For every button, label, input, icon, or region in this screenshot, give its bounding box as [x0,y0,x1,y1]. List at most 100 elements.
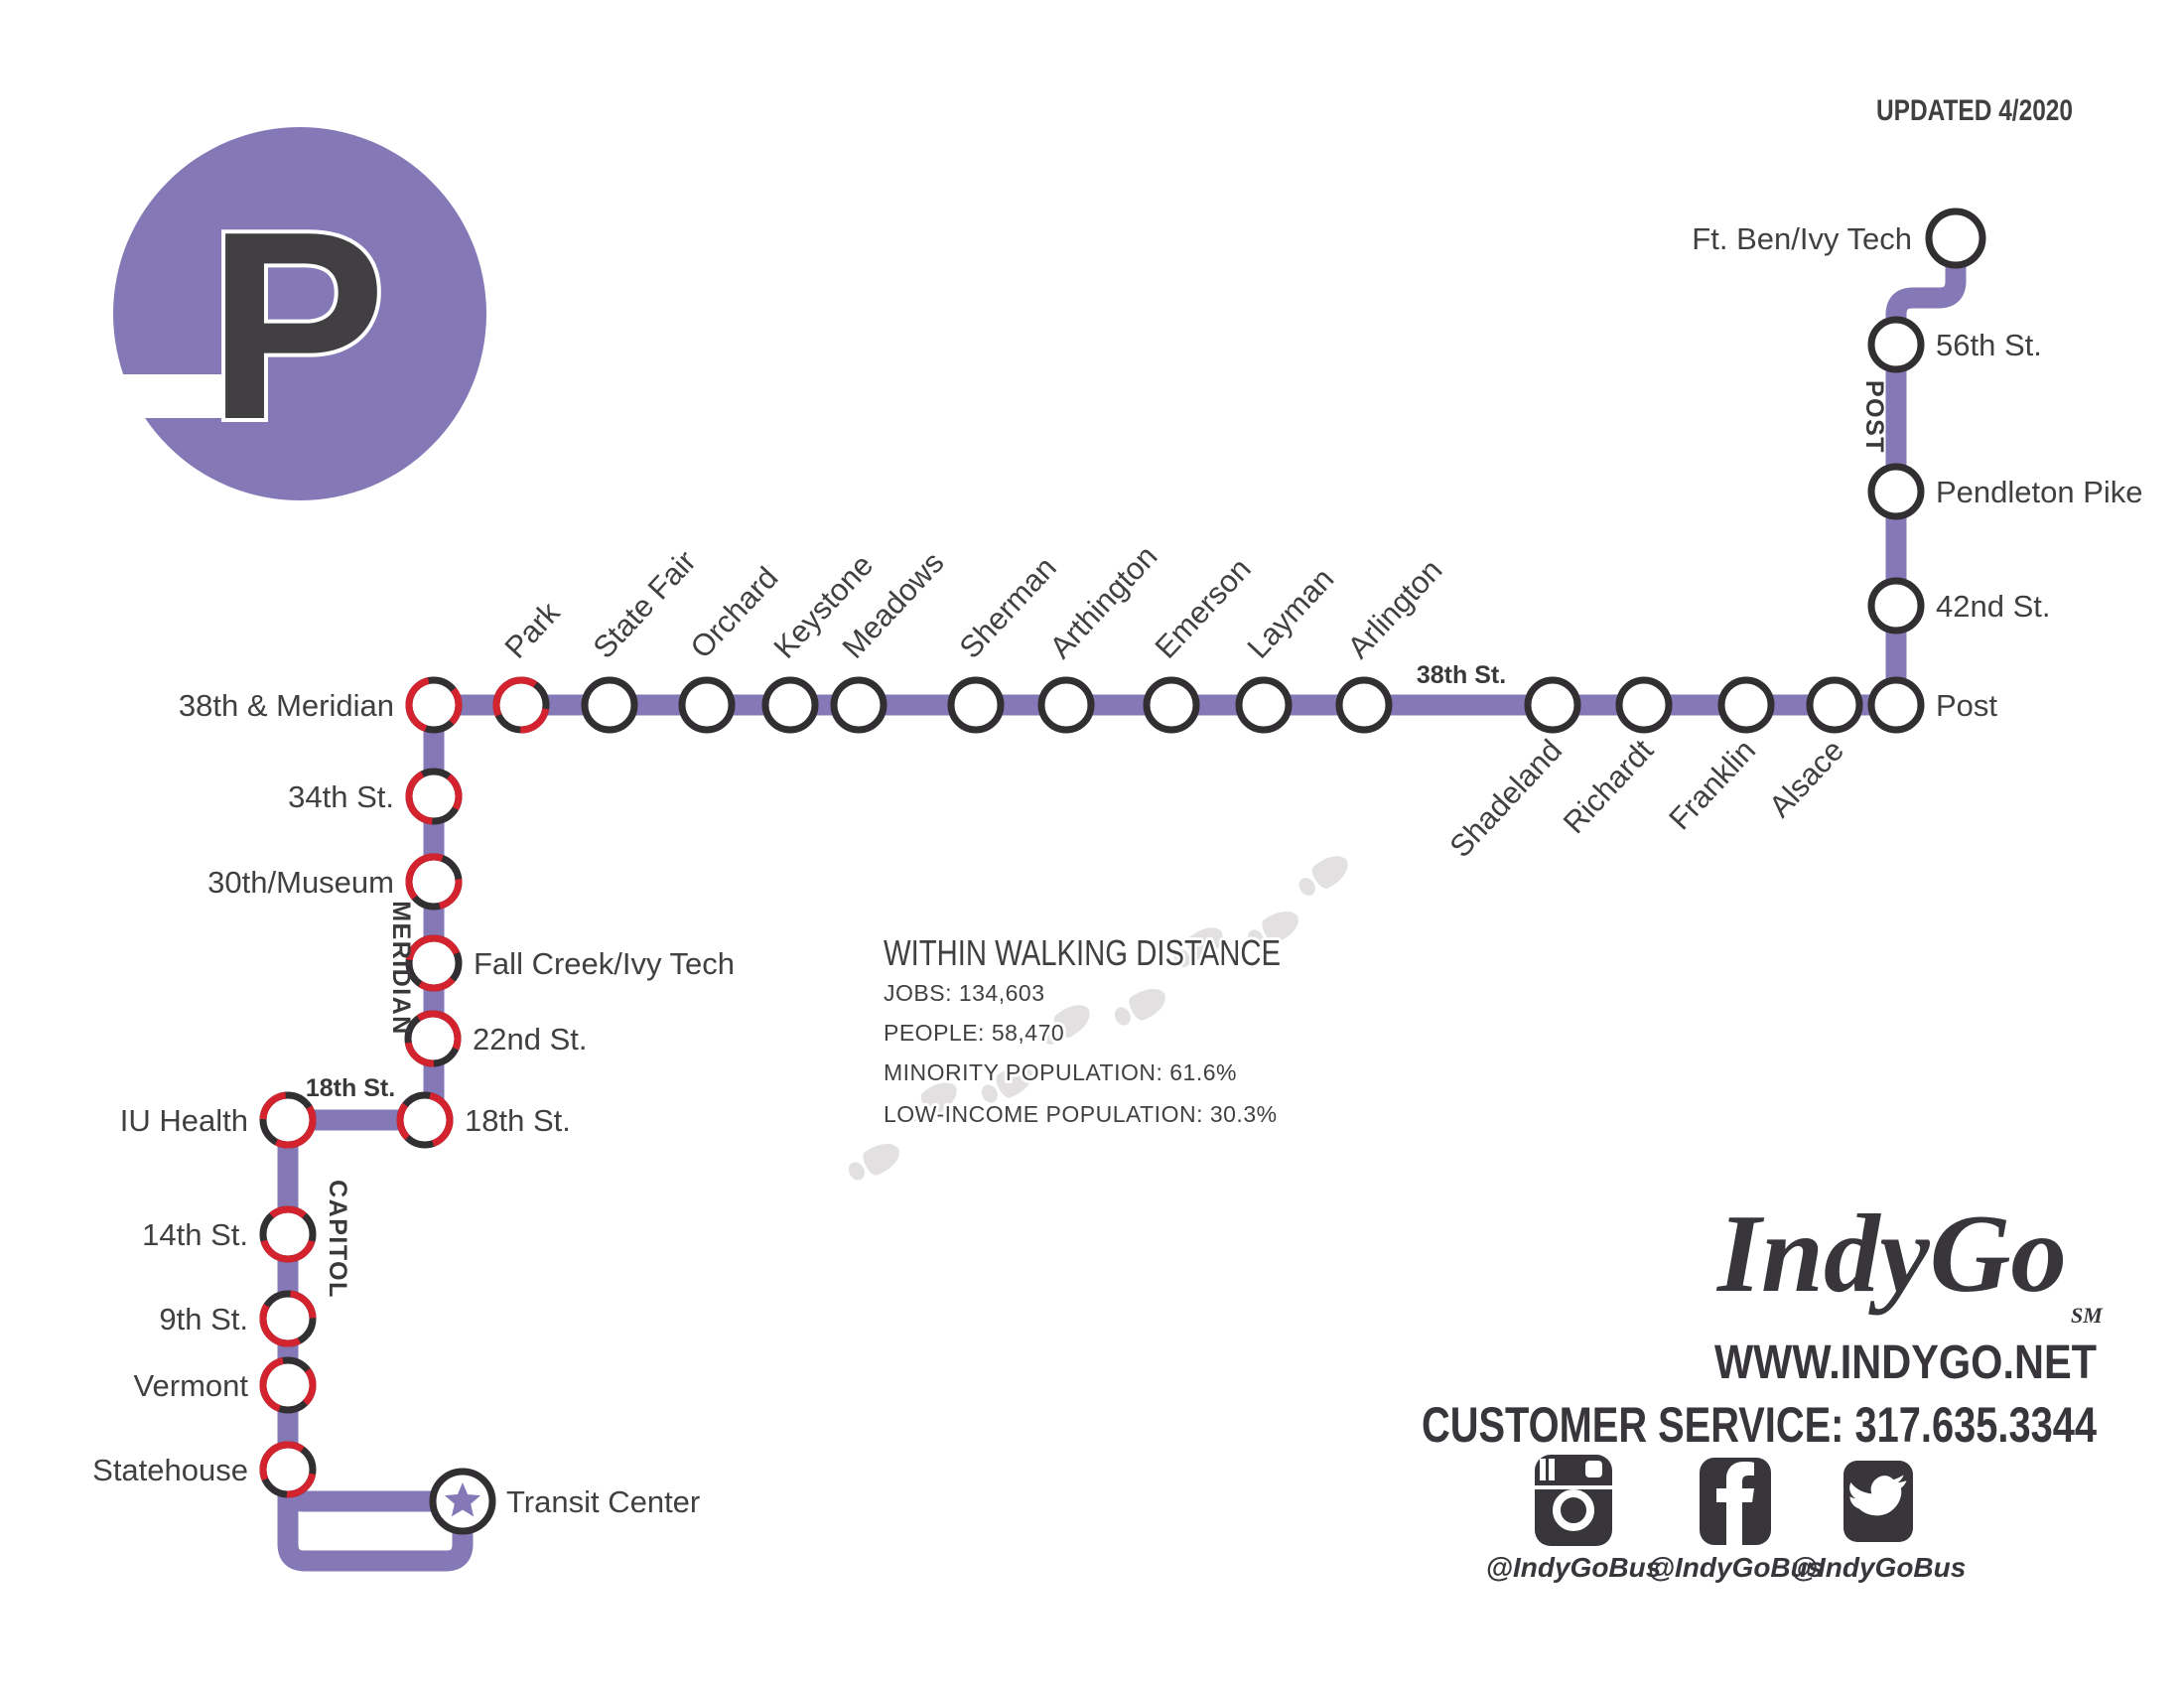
station-label-park: Park [498,595,567,665]
station-30th-museum [405,853,463,911]
station-14th-st [259,1205,317,1263]
station-marker [1235,676,1293,734]
street-label-18th-st: 18th St. [306,1074,395,1102]
station-label-sherman: Sherman [953,550,1063,665]
station-label-alsace: Alsace [1762,733,1850,824]
walking-distance-stats: WITHIN WALKING DISTANCE JOBS: 134,603 PE… [881,929,1284,1130]
footprint-6 [1247,912,1298,948]
stats-line-low-income: LOW-INCOME POPULATION: 30.3% [884,1101,1278,1127]
station-label-56th-st: 56th St. [1936,328,2042,362]
station-vermont [259,1356,317,1414]
station-label-vermont: Vermont [134,1368,249,1403]
station-42nd-st [1867,577,1925,634]
instagram-icon [1535,1455,1612,1546]
station-label-42nd-st: 42nd St. [1936,589,2050,624]
station-meadows [830,676,887,734]
station-label-state-fair: State Fair [587,544,703,665]
station-label-orchard: Orchard [684,560,785,665]
station-keystone [761,676,819,734]
instagram-handle: @IndyGoBus [1486,1552,1662,1583]
station-label-shadeland: Shadeland [1442,733,1569,864]
station-marker [1867,577,1925,634]
station-marker [1037,676,1095,734]
station-label-ft-ben-ivy-tech: Ft. Ben/Ivy Tech [1692,221,1912,256]
footprint-2 [981,1066,1032,1103]
website-label: WWW.INDYGO.NET [1714,1336,2097,1389]
station-38th-meridian [405,676,463,734]
customer-service-label: CUSTOMER SERVICE: 317.635.3344 [1422,1397,2097,1453]
station-orchard [678,676,736,734]
facebook-icon [1700,1458,1771,1545]
station-post [1867,676,1925,734]
station-marker [830,676,887,734]
stats-line-jobs: JOBS: 134,603 [884,980,1045,1006]
street-label-38th-st: 38th St. [1417,661,1506,689]
twitter-icon [1843,1461,1913,1542]
twitter-handle: @IndyGoBus [1791,1552,1967,1583]
station-label-emerson: Emerson [1149,551,1258,665]
station-marker [581,676,638,734]
stats-line-minority: MINORITY POPULATION: 61.6% [884,1059,1237,1085]
station-label-18th-st: 18th St. [465,1103,571,1138]
logo-letter: P [207,177,386,476]
station-56th-st [1867,316,1925,373]
station-marker-red-arcs [259,1205,317,1263]
station-marker [761,676,819,734]
station-label-9th-st: 9th St. [159,1302,248,1336]
station-alsace [1806,676,1863,734]
indygo-sm: SM [2071,1303,2104,1328]
route-segment-0 [1885,238,1967,705]
station-statehouse [259,1441,317,1498]
station-layman [1235,676,1293,734]
station-label-22nd-st: 22nd St. [473,1022,587,1056]
station-22nd-st [404,1010,462,1067]
station-label-franklin: Franklin [1662,733,1762,837]
footprint-7 [1298,856,1348,896]
stats-title: WITHIN WALKING DISTANCE [884,932,1281,973]
route-lines [277,238,1967,1572]
footprints [848,856,1348,1181]
street-label-meridian: MERIDIAN [387,901,415,1036]
station-marker-red-arcs [404,1010,462,1067]
station-label-14th-st: 14th St. [142,1217,248,1252]
station-marker-red-arcs [259,1091,317,1149]
logo-underscore [99,374,233,418]
station-label-statehouse: Statehouse [92,1453,248,1487]
facebook-handle: @IndyGoBus [1648,1552,1824,1583]
stats-line-people: PEOPLE: 58,470 [884,1020,1064,1046]
station-marker [1867,316,1925,373]
street-label-post: POST [1860,380,1888,454]
station-sherman [947,676,1005,734]
station-label-30th-museum: 30th/Museum [207,865,394,900]
station-marker [1717,676,1775,734]
footprint-1 [907,1082,957,1122]
station-marker [1524,676,1581,734]
station-richardt [1615,676,1673,734]
street-label-capitol: CAPITOL [324,1180,351,1299]
station-marker [1143,676,1200,734]
station-arthington [1037,676,1095,734]
station-transit-center [429,1468,496,1535]
purple-line-logo: P [99,127,486,500]
station-label-pendleton-pike: Pendleton Pike [1936,475,2143,509]
station-marker [1335,676,1393,734]
footprint-3 [1040,1005,1090,1045]
station-9th-st [259,1290,317,1347]
stations [259,208,1986,1535]
station-marker-red-arcs [259,1356,317,1414]
station-franklin [1717,676,1775,734]
station-label-post: Post [1936,688,1997,723]
station-park [492,676,550,734]
station-marker [1615,676,1673,734]
updated-label: UPDATED 4/2020 [1876,94,2073,127]
station-label-34th-st: 34th St. [288,779,394,814]
indygo-wordmark: IndyGo [1715,1193,2067,1316]
route-segment-3 [277,1489,474,1572]
station-marker-red-arcs [405,676,463,734]
station-pendleton-pike [1867,463,1925,520]
station-label-richardt: Richardt [1557,733,1661,841]
station-marker-red-arcs [259,1290,317,1347]
station-marker [947,676,1005,734]
branding: IndyGo SM WWW.INDYGO.NET CUSTOMER SERVIC… [1422,1193,2104,1453]
